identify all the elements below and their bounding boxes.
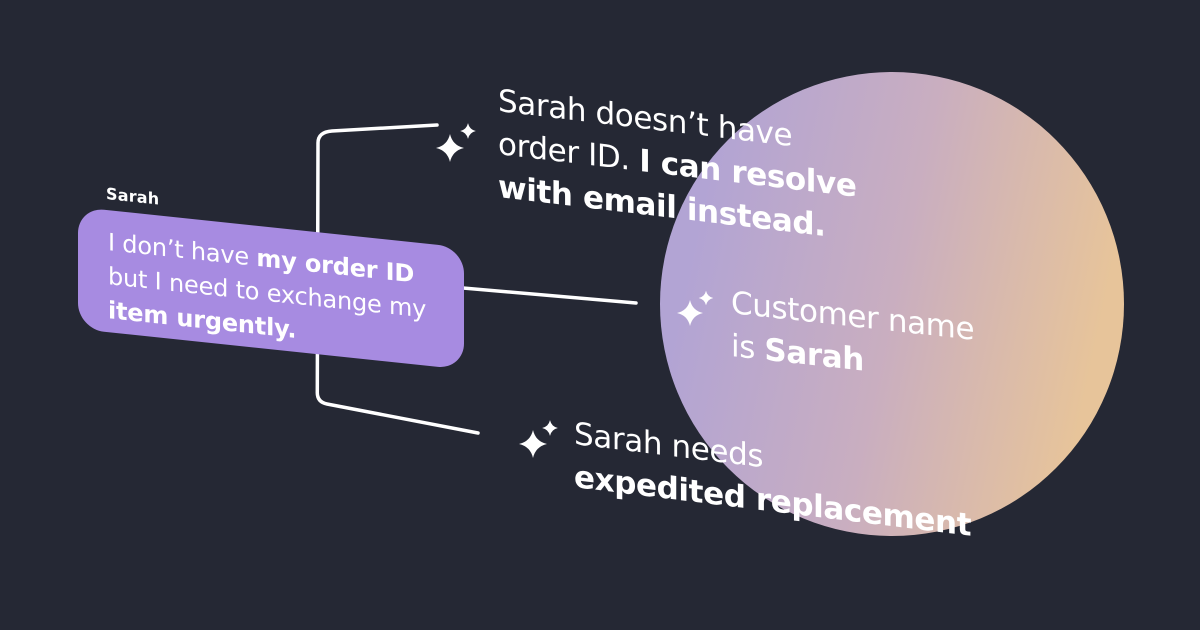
sparkle-icon — [519, 420, 558, 458]
annotation-text: is — [731, 328, 765, 368]
gradient-circle — [660, 72, 1124, 536]
annotation-text-bold: Sarah — [764, 331, 864, 379]
sparkle-icon — [677, 290, 714, 326]
middle-connector — [438, 284, 638, 305]
sparkle-icon — [436, 123, 476, 162]
